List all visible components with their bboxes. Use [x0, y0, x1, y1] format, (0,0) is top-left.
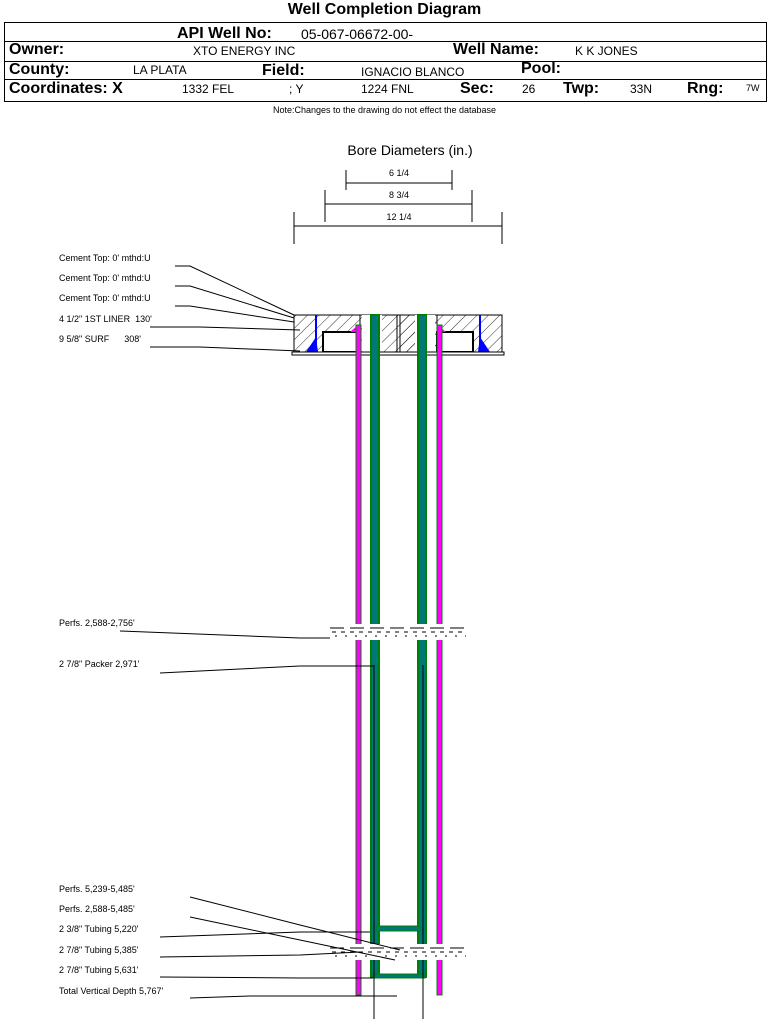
rng-label: Rng: — [687, 80, 724, 97]
owner-label: Owner: — [9, 41, 65, 58]
label-total-depth: Total Vertical Depth 5,767' — [59, 986, 164, 996]
well-header-table: API Well No: 05-067-06672-00- Owner: XTO… — [4, 22, 767, 102]
api-value: 05-067-06672-00- — [301, 26, 414, 42]
diagram-labels: Cement Top: 0' mthd:U Cement Top: 0' mth… — [59, 253, 164, 996]
bore-dimension-lines — [293, 170, 503, 244]
well-name-label: Well Name: — [453, 41, 539, 58]
tubing-bottom-outer — [372, 973, 426, 979]
y-label: ; Y — [289, 82, 304, 96]
database-note: Note:Changes to the drawing do not effec… — [273, 105, 496, 115]
label-packer: 2 7/8" Packer 2,971' — [59, 659, 140, 669]
label-perfs-lower-2: Perfs. 2,588-5,485' — [59, 904, 135, 914]
bore-diameter-3: 12 1/4 — [386, 212, 411, 222]
field-label: Field: — [262, 62, 305, 79]
perforations-lower — [330, 944, 466, 960]
county-value: LA PLATA — [133, 63, 187, 77]
well-name-value: K K JONES — [575, 44, 638, 58]
field-value: IGNACIO BLANCO — [361, 65, 465, 79]
label-perfs-lower-1: Perfs. 5,239-5,485' — [59, 884, 135, 894]
coordinates-label: Coordinates: X — [9, 80, 123, 97]
bore-diameter-1: 6 1/4 — [389, 168, 409, 178]
bore-diameter-2: 8 3/4 — [389, 190, 409, 200]
page-title: Well Completion Diagram — [287, 1, 482, 18]
tubing-left — [370, 314, 380, 978]
label-surface-casing: 9 5/8" SURF 308' — [59, 334, 141, 344]
label-cement-top-1: Cement Top: 0' mthd:U — [59, 253, 151, 263]
liner-right — [436, 324, 443, 996]
sec-value: 26 — [522, 82, 536, 96]
liner-left — [355, 324, 362, 996]
pool-label: Pool: — [521, 60, 561, 77]
surface-cement-block — [291, 314, 505, 356]
twp-label: Twp: — [563, 80, 600, 97]
perforations-upper — [330, 624, 466, 640]
sec-label: Sec: — [460, 80, 494, 97]
twp-value: 33N — [630, 82, 653, 96]
label-leader-lines — [119, 265, 401, 999]
label-liner: 4 1/2" 1ST LINER 130' — [59, 314, 152, 324]
label-perfs-upper: Perfs. 2,588-2,756' — [59, 618, 135, 628]
rng-value: 7W — [746, 83, 760, 93]
tubing-right — [417, 314, 427, 978]
label-cement-top-3: Cement Top: 0' mthd:U — [59, 293, 151, 303]
label-cement-top-2: Cement Top: 0' mthd:U — [59, 273, 151, 283]
tubing-bottom-inner — [375, 925, 421, 932]
bore-diameter-title: Bore Diameters (in.) — [347, 142, 472, 158]
owner-value: XTO ENERGY INC — [193, 44, 296, 58]
y-value: 1224 FNL — [361, 82, 414, 96]
x-value: 1332 FEL — [182, 82, 235, 96]
api-label: API Well No: — [177, 25, 272, 42]
county-label: County: — [9, 61, 70, 78]
label-tubing-2: 2 7/8" Tubing 5,385' — [59, 945, 139, 955]
label-tubing-1: 2 3/8" Tubing 5,220' — [59, 924, 139, 934]
label-tubing-3: 2 7/8" Tubing 5,631' — [59, 965, 139, 975]
